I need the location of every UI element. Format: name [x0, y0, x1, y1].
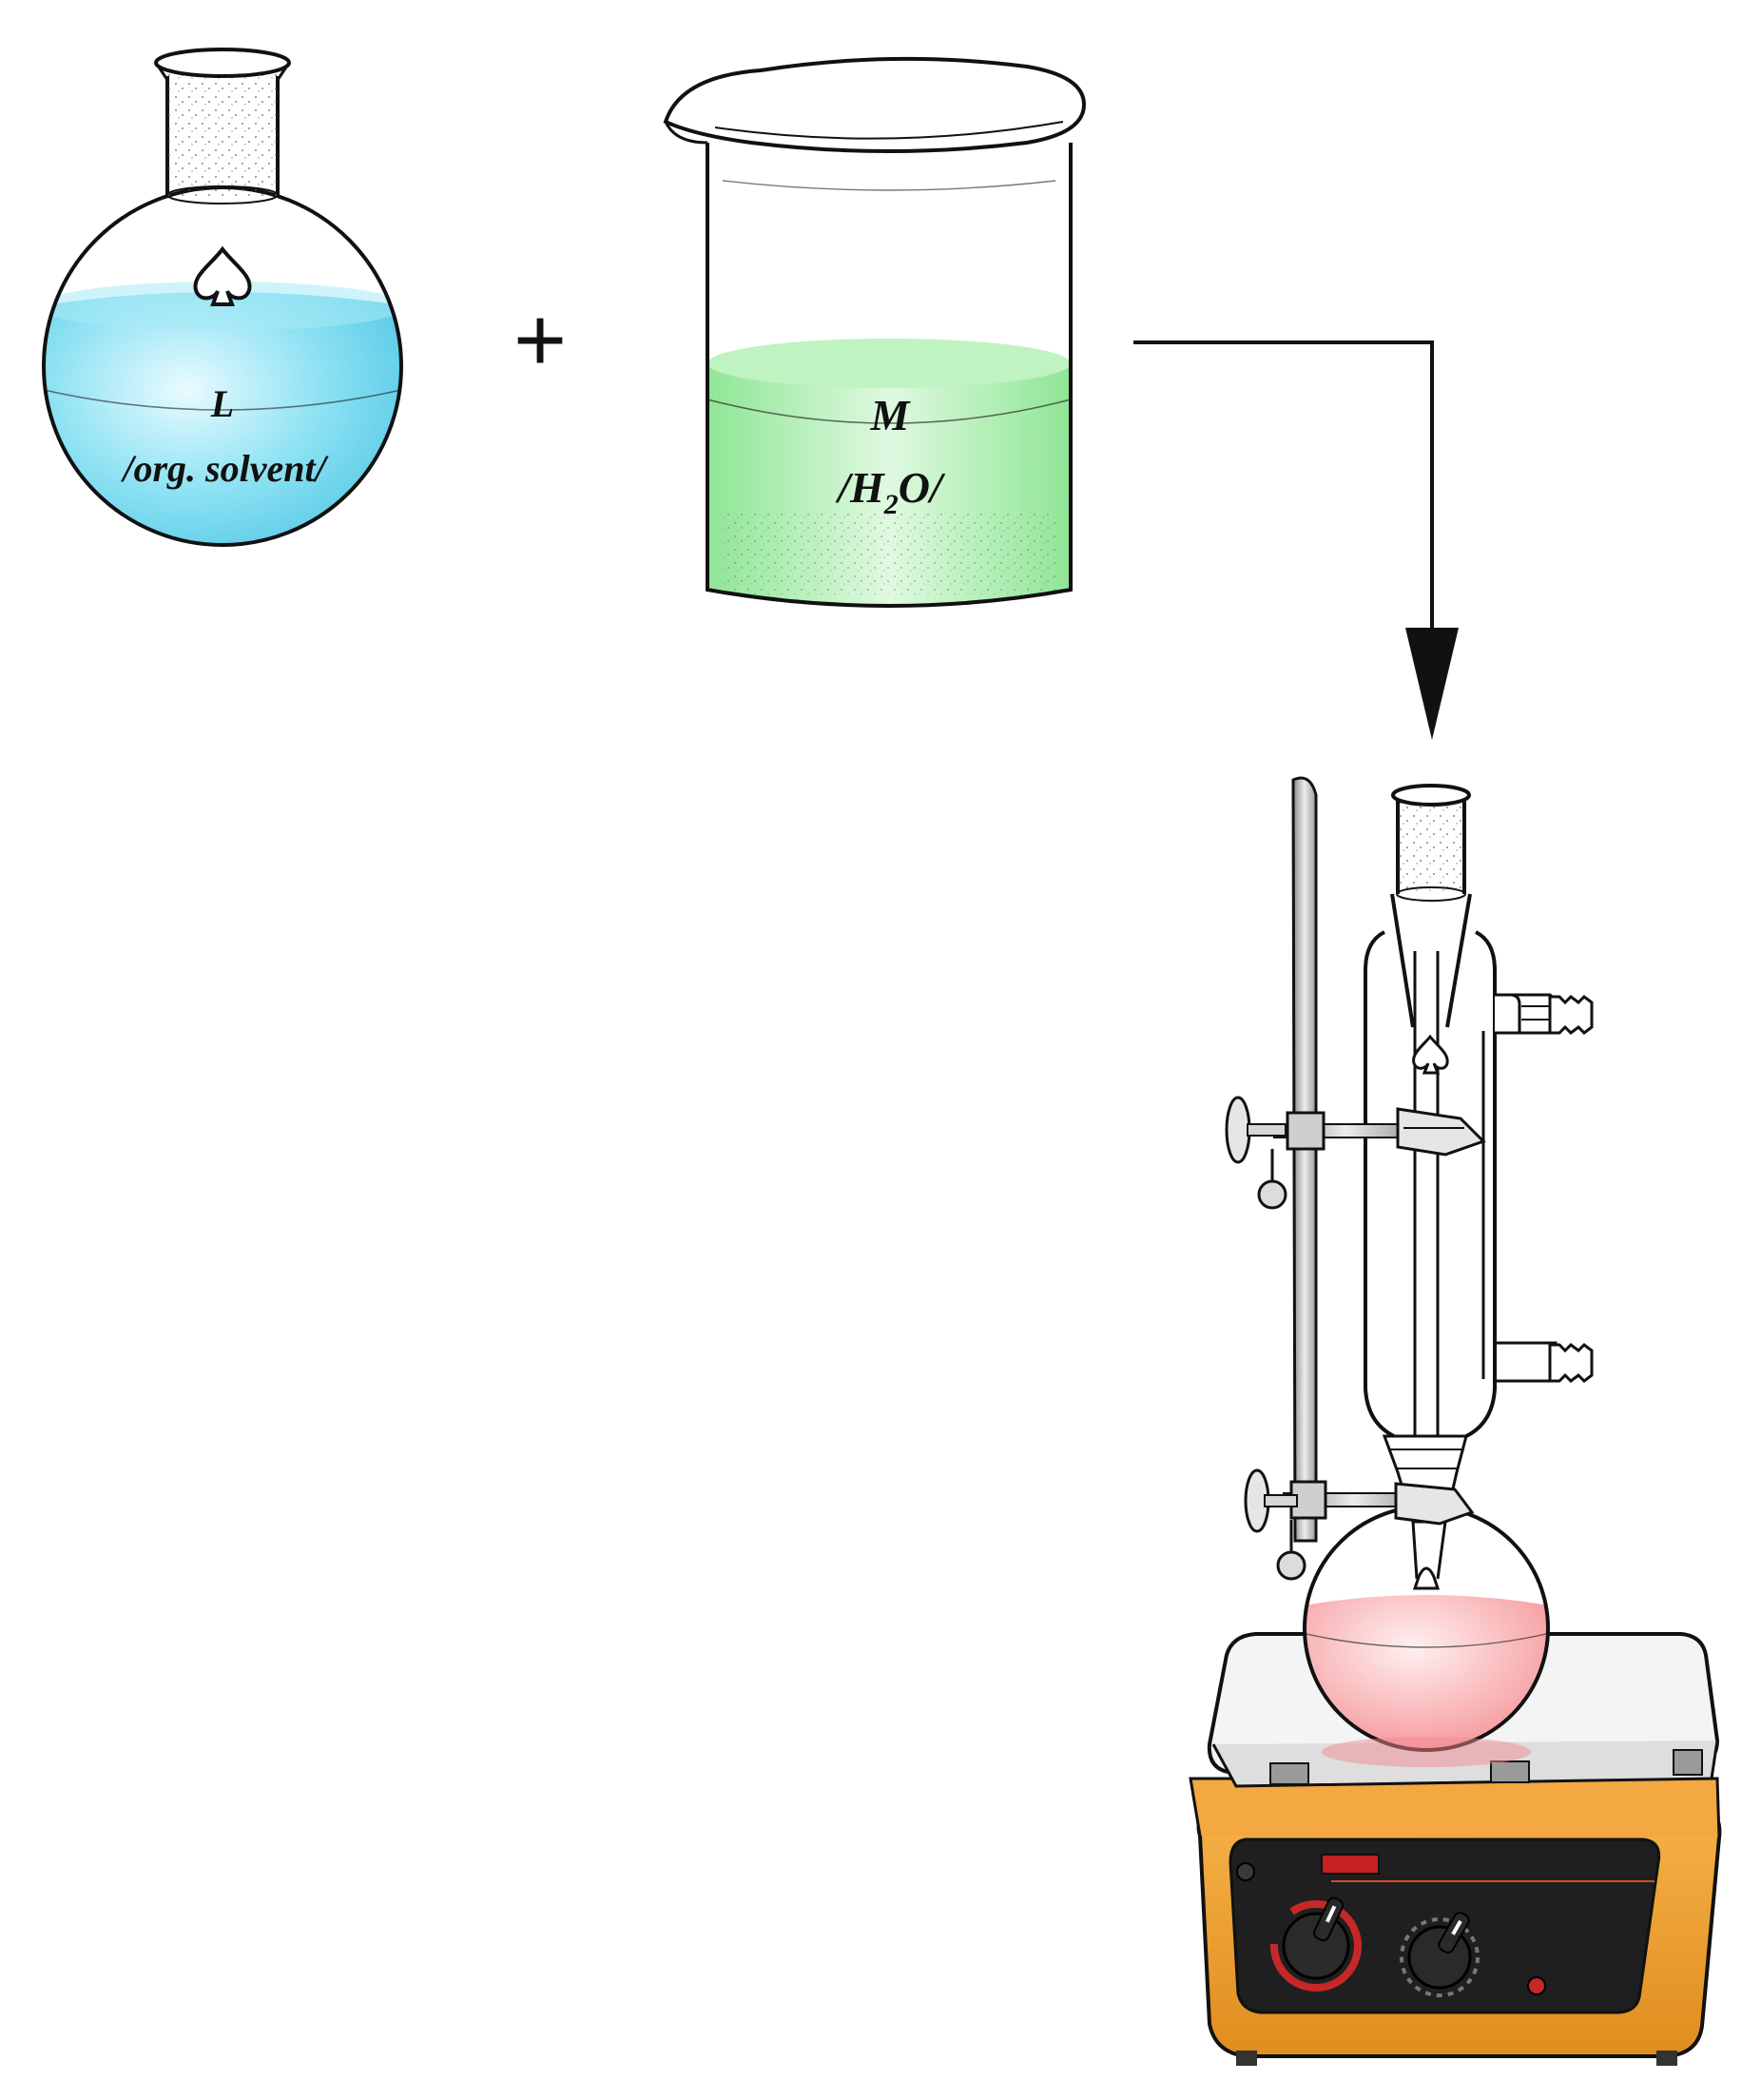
clamp-screw-knob — [1225, 1096, 1251, 1164]
upper-clamp — [1225, 1096, 1486, 1210]
reflux-apparatus — [1189, 776, 1722, 2066]
solvent-label-organic: /org. solvent/ — [120, 447, 329, 490]
process-arrow — [1133, 340, 1459, 740]
heat-knob — [1270, 1896, 1362, 1992]
support-stand-rod — [1291, 776, 1318, 1543]
reflux-condenser — [1364, 784, 1594, 1580]
boiling-chip-icon — [193, 245, 252, 306]
reaction-flask — [1303, 1472, 1550, 1767]
reagent-label-L: L — [210, 382, 234, 425]
solvent-label-water: /H2O/ — [835, 463, 946, 520]
power-indicator — [1236, 1862, 1255, 1881]
round-bottom-flask-left: L /org. solvent/ — [42, 48, 403, 547]
boiling-chip-icon-condenser — [1412, 1034, 1449, 1075]
reagent-label-M: M — [870, 391, 912, 439]
water-outlet-connector — [1548, 1343, 1594, 1383]
plus-operator: + — [513, 289, 567, 391]
stir-knob — [1400, 1912, 1480, 1997]
temperature-display — [1321, 1854, 1380, 1875]
lower-clamp — [1244, 1468, 1475, 1581]
beaker: M /H2O/ — [663, 56, 1087, 608]
water-inlet-connector — [1548, 995, 1594, 1035]
